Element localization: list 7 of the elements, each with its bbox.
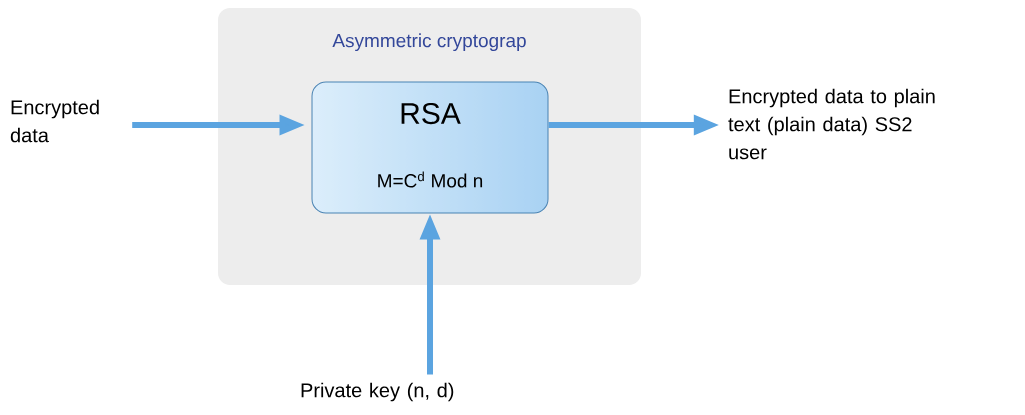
- label-text: Encrypted data to plain text (plain data) SS2 user: [728, 88, 935, 160]
- panel-title: Asymmetric cryptograp: [332, 33, 526, 52]
- label-text: Encrypted data: [10, 99, 99, 143]
- label-text: Private key (n, d): [301, 382, 454, 402]
- box-title: RSA: [401, 102, 461, 125]
- formula: M=C$^{d}$ Mod n: [378, 171, 483, 188]
- process-box: [311, 81, 549, 214]
